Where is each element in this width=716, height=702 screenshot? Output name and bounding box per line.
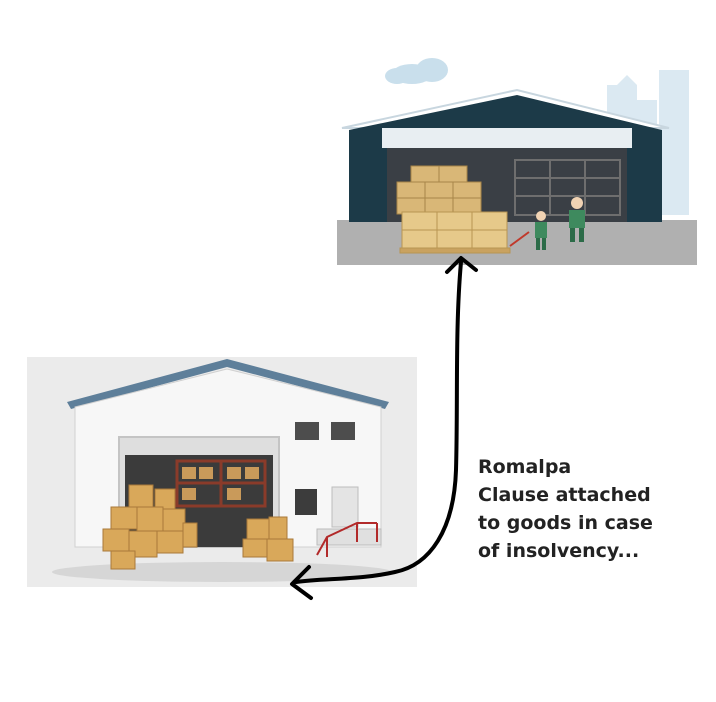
cloud-icon [385,58,448,84]
box-pile [242,516,294,562]
box-stack [396,165,482,215]
pallet-jack [509,231,530,247]
caption-line: Romalpa [478,456,572,478]
worker-figure [569,197,585,242]
dark-warehouse-drawing [337,58,697,265]
ground [337,220,697,265]
white-warehouse-illustration [27,357,417,587]
caption-line: to goods in case [478,512,653,534]
shelf-boxes [182,467,259,500]
white-warehouse-drawing [52,359,392,582]
caption-line: Clause attached [478,484,651,506]
caption-line: of insolvency... [478,540,640,562]
window [295,489,317,515]
worker-figure [535,211,547,250]
dark-warehouse-illustration [337,40,697,265]
door-lintel [382,128,632,148]
shelving-rack [175,459,267,508]
romalpa-clause-caption: Romalpa Clause attached to goods in case… [478,453,703,565]
floor-shadow [52,562,392,582]
side-door [331,486,359,528]
shelving-rack [514,159,621,216]
pallet-boxes [399,211,511,254]
box-pile [102,484,198,570]
